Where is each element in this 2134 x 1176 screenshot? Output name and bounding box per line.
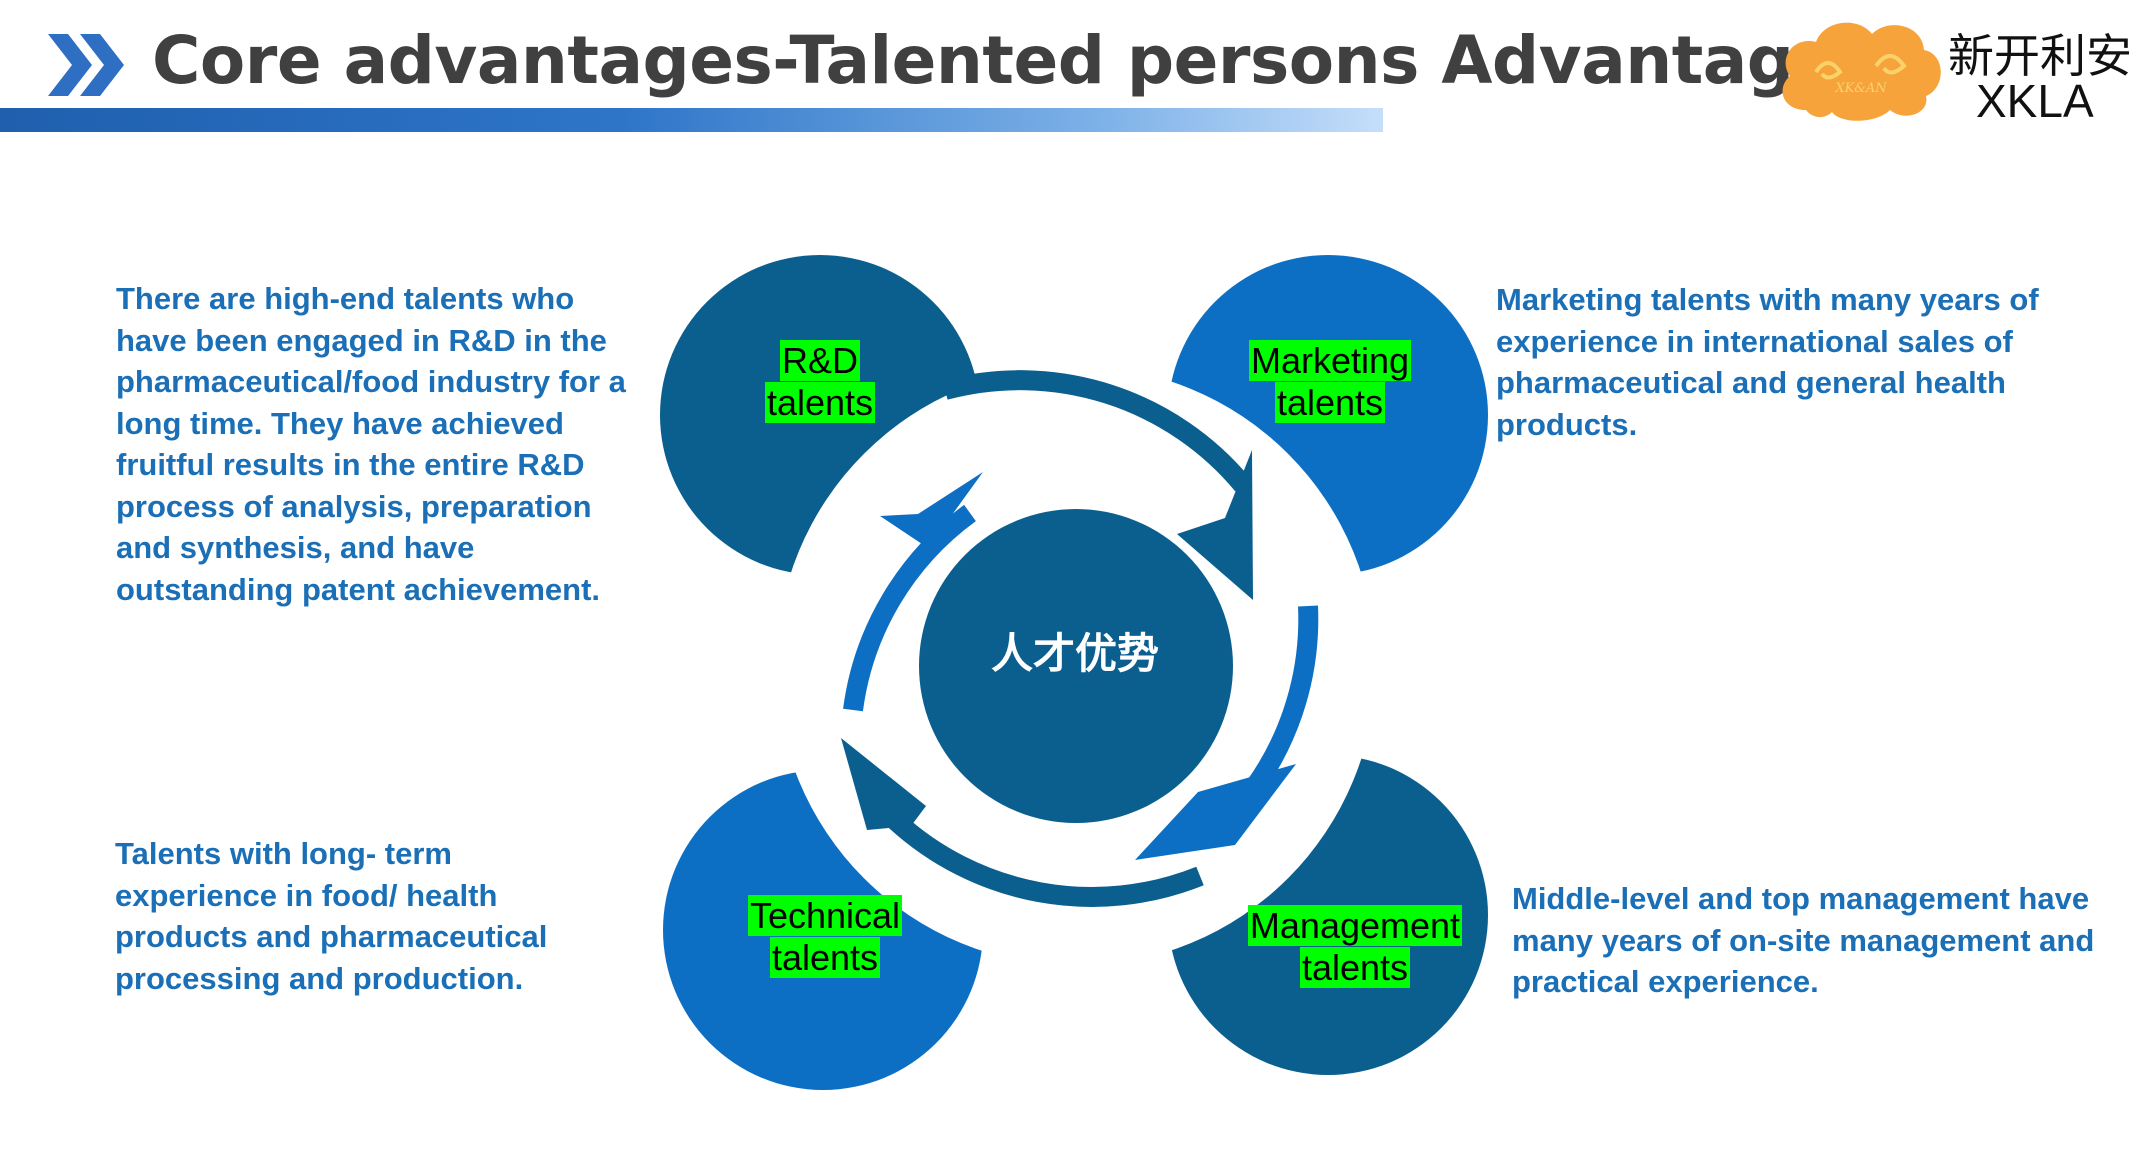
rd-description: There are high-end talents who have been… [116, 281, 626, 607]
logo-emblem-text: XK&AN [1834, 81, 1887, 96]
management-label-line2: talents [1299, 947, 1411, 988]
cloud-emblem-icon: XK&AN [1782, 22, 1941, 121]
double-chevron-right-icon [44, 30, 134, 100]
technical-node-label: Technical talents [700, 895, 950, 979]
rd-label-line2: talents [764, 382, 876, 423]
marketing-label-line2: talents [1274, 382, 1386, 423]
management-description: Middle-level and top management have man… [1512, 881, 2095, 999]
center-circle [919, 509, 1233, 823]
marketing-node-label: Marketing talents [1205, 340, 1455, 424]
management-label-line1: Management [1247, 905, 1463, 946]
title-underline-bar [0, 108, 1383, 132]
arrow-rd-to-marketing [942, 370, 1251, 492]
logo-chinese-name: 新开利安 [1948, 29, 2132, 83]
logo-english-name: XKLA [1976, 75, 2094, 127]
rd-label-line1: R&D [779, 340, 860, 381]
page-title: Core advantages-Talented persons Advanta… [152, 22, 1838, 99]
talent-cycle-diagram: 人才优势 R&D talents Marketing talents Techn… [640, 250, 1520, 1100]
company-logo: XK&AN 新开利安 XKLA [1776, 14, 2132, 127]
center-label: 人才优势 [990, 629, 1159, 678]
marketing-label-line1: Marketing [1248, 340, 1412, 381]
technical-label-line2: talents [769, 937, 881, 978]
marketing-description: Marketing talents with many years of exp… [1496, 282, 2039, 442]
technical-description: Talents with long- term experience in fo… [115, 836, 548, 996]
technical-label-line1: Technical [747, 895, 903, 936]
management-node-label: Management talents [1230, 905, 1480, 989]
rd-node-label: R&D talents [720, 340, 920, 424]
